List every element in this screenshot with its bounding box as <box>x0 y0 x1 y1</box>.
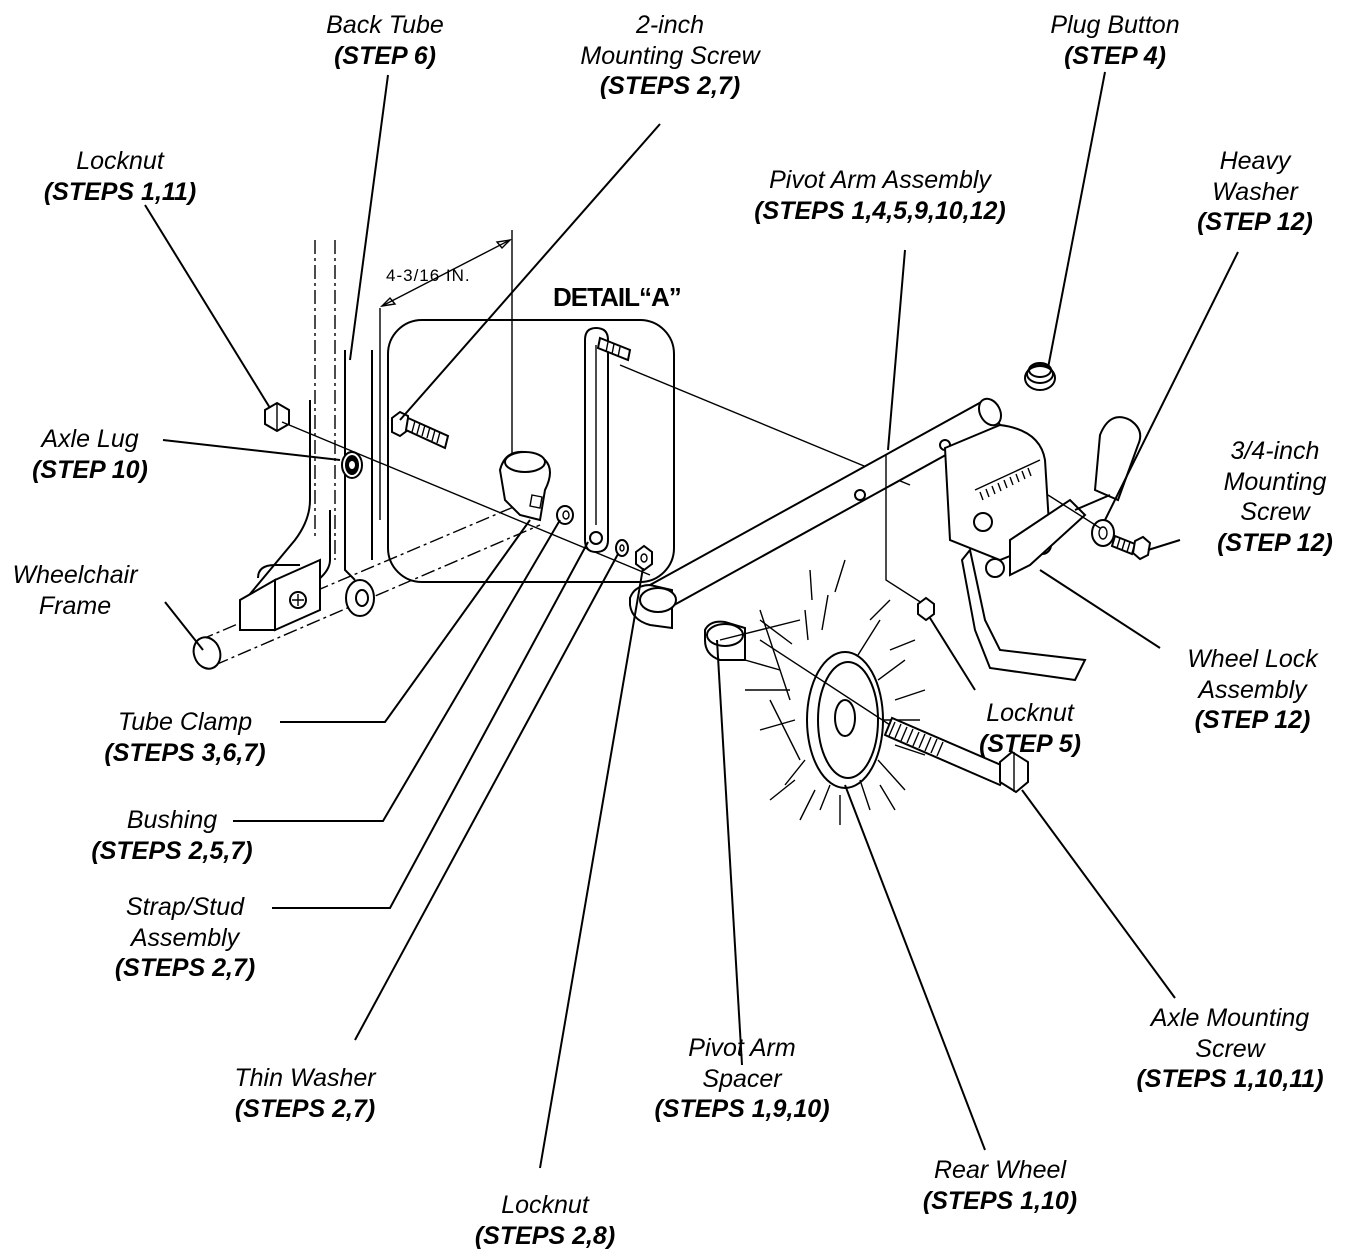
leader-lines <box>144 71 1239 1169</box>
mounting-screw-34-part <box>1110 534 1152 561</box>
detail-a-title: DETAIL“A” <box>553 282 682 312</box>
label-mounting-screw-2in: 2-inch Mounting Screw (STEPS 2,7) <box>580 11 760 100</box>
locknut-top-part <box>264 401 290 433</box>
dimension-label: 4-3/16 IN. <box>386 266 471 285</box>
label-strap-stud: Strap/Stud Assembly (STEPS 2,7) <box>114 893 256 982</box>
label-wheel-lock-assembly: Wheel Lock Assembly (STEP 12) <box>1187 645 1318 734</box>
axle-lug <box>341 451 363 479</box>
label-pivot-arm-spacer: Pivot Arm Spacer (STEPS 1,9,10) <box>654 1034 830 1123</box>
thin-washer-part <box>615 539 629 557</box>
label-axle-mounting-screw: Axle Mounting Screw (STEPS 1,10,11) <box>1136 1004 1324 1093</box>
tube-clamp-part <box>498 450 551 522</box>
label-heavy-washer: Heavy Washer (STEP 12) <box>1197 147 1313 236</box>
label-bushing: Bushing (STEPS 2,5,7) <box>91 806 253 865</box>
detail-a-box <box>387 319 675 583</box>
locknut-step5-part <box>917 596 935 622</box>
label-locknut-bottom: Locknut (STEPS 2,8) <box>474 1191 616 1250</box>
label-wheelchair-frame: Wheelchair Frame <box>12 561 138 620</box>
axis-line-lock <box>1047 494 1101 529</box>
label-back-tube: Back Tube (STEP 6) <box>326 11 444 70</box>
label-locknut-top: Locknut (STEPS 1,11) <box>43 147 197 206</box>
strap-stud-part <box>584 326 632 554</box>
bushing-part <box>556 505 574 525</box>
label-axle-lug: Axle Lug (STEP 10) <box>32 425 148 484</box>
wheelchair-frame <box>192 240 541 670</box>
label-pivot-arm-assembly: Pivot Arm Assembly (STEPS 1,4,5,9,10,12) <box>754 166 1006 225</box>
label-plug-button: Plug Button (STEP 4) <box>1050 11 1180 70</box>
label-locknut-step5: Locknut (STEP 5) <box>979 699 1081 758</box>
axis-line-wheel <box>759 639 891 726</box>
label-mounting-screw-34: 3/4-inch Mounting Screw (STEP 12) <box>1217 437 1333 557</box>
heavy-washer-part <box>1091 519 1115 547</box>
label-thin-washer: Thin Washer (STEPS 2,7) <box>234 1064 376 1123</box>
pivot-arm-spacer-part <box>629 583 746 661</box>
dimension-lines <box>379 230 513 520</box>
plug-button-part <box>1024 362 1056 391</box>
rear-wheel-part <box>719 559 926 825</box>
label-rear-wheel: Rear Wheel (STEPS 1,10) <box>922 1156 1078 1215</box>
label-tube-clamp: Tube Clamp (STEPS 3,6,7) <box>104 708 266 767</box>
locknut-bottom-part <box>635 544 653 572</box>
axis-line-top <box>619 364 911 486</box>
axle-mounting-screw-part <box>883 716 1029 794</box>
mounting-screw-2in-part <box>391 410 450 450</box>
wheel-lock-part <box>943 416 1142 682</box>
